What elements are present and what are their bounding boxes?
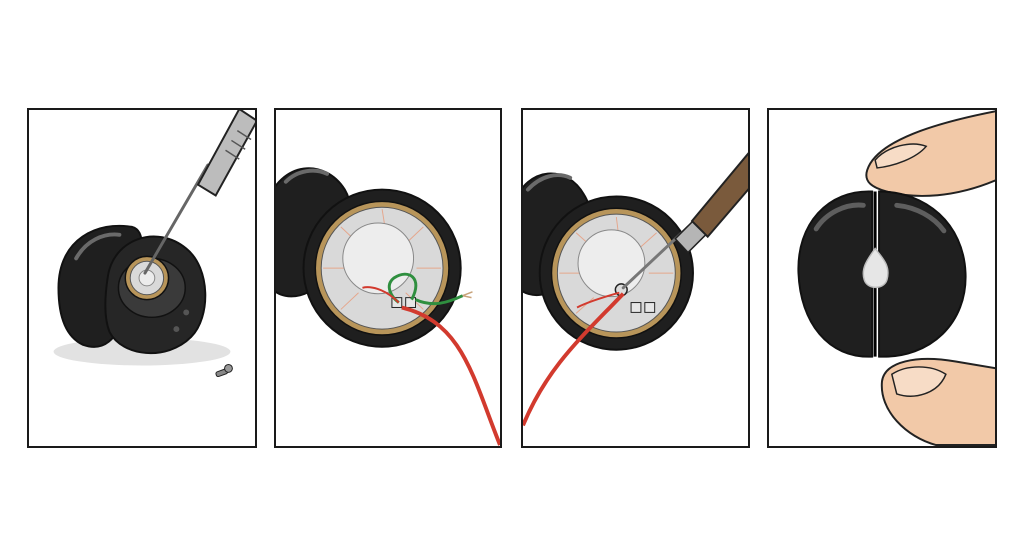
finger-top [865, 110, 995, 197]
screwdriver-handle [196, 110, 255, 197]
screw-hole [173, 326, 180, 333]
earbud-shell-right [878, 190, 967, 358]
glue-drop [862, 247, 889, 289]
fingernail-top [874, 143, 928, 169]
panel-step-2 [274, 108, 502, 448]
earbud-shell-left [797, 190, 874, 358]
panel-step-1 [27, 108, 257, 448]
shell-highlight [74, 232, 122, 261]
soldering-iron-handle [690, 152, 748, 239]
panel-step-4 [767, 108, 997, 448]
panel-step-3 [521, 108, 750, 448]
shell-highlight [894, 202, 947, 234]
shell-highlight [813, 202, 866, 232]
handle-grip [231, 139, 246, 150]
screw-hole [183, 309, 190, 316]
driver-dome [342, 222, 415, 295]
solder-terminal [630, 302, 642, 313]
panel-3-illustration [523, 152, 748, 427]
panel-1-illustration [53, 110, 255, 378]
panel-2-illustration [276, 167, 500, 446]
wire-red-lead [576, 291, 620, 309]
wire-red [523, 292, 625, 427]
panel-4-illustration [797, 110, 995, 446]
wire-red [401, 305, 500, 446]
solder-terminal [644, 302, 656, 313]
screwdriver-shaft [143, 163, 210, 275]
driver-dome [577, 229, 646, 298]
wire-strands [462, 291, 473, 299]
wire-green-tail [414, 294, 464, 306]
handle-grip [236, 129, 252, 141]
fingernail-bottom [890, 366, 947, 397]
solder-terminal [405, 297, 416, 308]
wire-red-lead [362, 286, 400, 304]
loose-screw [215, 363, 233, 378]
shell-highlight [525, 173, 573, 192]
shell-highlight [283, 168, 330, 184]
handle-grip [225, 149, 240, 160]
